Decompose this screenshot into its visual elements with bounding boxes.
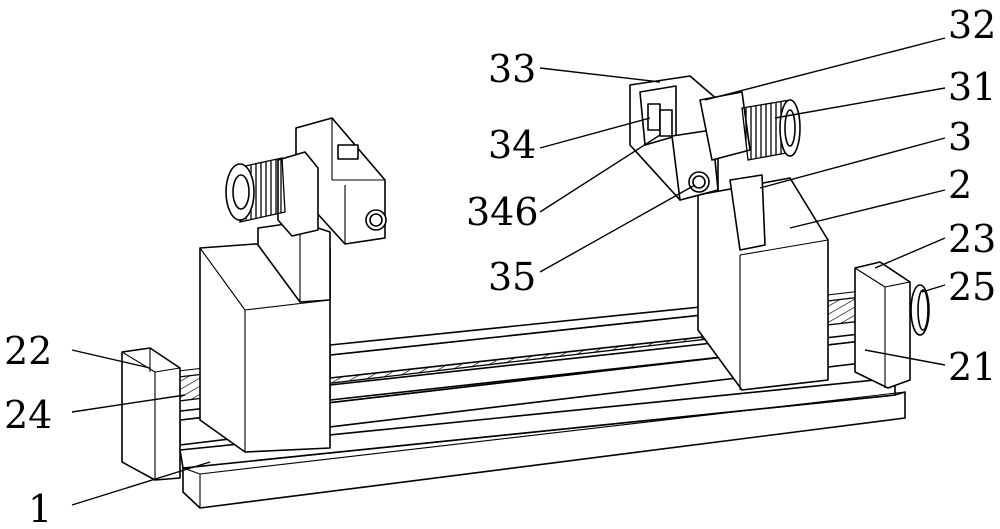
label-1: 1 — [28, 487, 52, 529]
label-24: 24 — [4, 393, 52, 437]
label-32: 32 — [948, 3, 996, 47]
left-clamp-head — [226, 118, 386, 244]
leader-32 — [705, 38, 945, 100]
left-end-block — [122, 348, 180, 480]
label-22: 22 — [4, 329, 52, 373]
leader-2 — [790, 190, 945, 228]
label-33: 33 — [488, 47, 536, 91]
leader-35 — [540, 185, 695, 272]
label-21: 21 — [948, 345, 996, 389]
leader-33 — [540, 68, 660, 82]
label-3: 3 — [948, 115, 972, 159]
right-slider-block — [698, 175, 828, 390]
label-35: 35 — [488, 255, 536, 299]
right-end-block — [855, 262, 929, 388]
label-2: 2 — [948, 163, 972, 207]
leader-346 — [540, 135, 660, 212]
leader-23 — [875, 238, 945, 268]
leader-31 — [775, 88, 945, 118]
label-34: 34 — [488, 123, 536, 167]
left-slider-block — [200, 222, 330, 452]
label-25: 25 — [948, 265, 996, 309]
label-23: 23 — [948, 217, 996, 261]
label-31: 31 — [948, 65, 996, 109]
label-346: 346 — [466, 190, 539, 234]
